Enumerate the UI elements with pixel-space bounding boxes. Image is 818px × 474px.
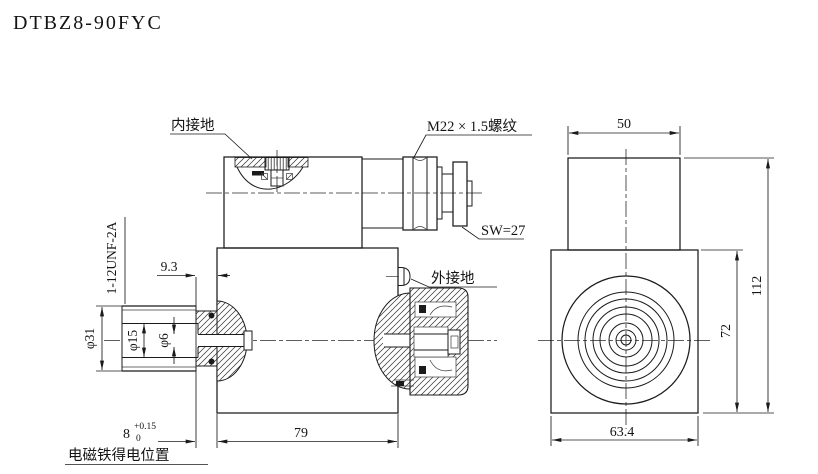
gland-flange	[452, 161, 468, 227]
dimension-pin-dia: φ6	[156, 317, 177, 364]
dim-body-width: 63.4	[610, 425, 635, 440]
dim-coil-width: 50	[617, 117, 631, 132]
drawing-title: DTBZ8-90FYC	[13, 12, 163, 34]
dim-stroke-tol-lower: 0	[136, 434, 141, 444]
armature-nut	[373, 287, 469, 396]
dimension-neck-length: 9.3	[157, 259, 230, 448]
dim-neck-length: 9.3	[161, 259, 178, 274]
dimension-stem-od: φ31	[82, 305, 122, 372]
label-inner-ground-group: 内接地	[170, 117, 253, 160]
side-body-block	[550, 249, 699, 414]
side-coil-block	[567, 157, 681, 251]
o-ring-bottom	[208, 358, 215, 365]
label-stem-thread-group: 1-12UNF-2A	[104, 217, 126, 304]
cable-gland	[402, 156, 473, 231]
o-ring-top	[208, 312, 215, 319]
label-outer-ground-group: 外接地	[410, 270, 497, 288]
label-gland-thread: M22 × 1.5螺纹	[427, 118, 517, 135]
dim-pin-dia: φ6	[156, 333, 171, 348]
label-gland-thread-group: M22 × 1.5螺纹	[412, 118, 532, 160]
label-wrench-size: SW=27	[481, 223, 525, 239]
label-energized-note-group: 电磁铁得电位置	[65, 447, 208, 465]
label-inner-ground: 内接地	[171, 117, 215, 134]
dim-stroke: 8	[123, 427, 130, 442]
dimension-bore-dia: φ15	[125, 324, 147, 357]
dim-bore-dia: φ15	[125, 330, 140, 352]
dimension-coil-width: 50	[567, 117, 681, 155]
dim-body-height: 72	[719, 324, 734, 338]
dimension-body-height: 72	[701, 249, 743, 412]
side-view	[550, 157, 699, 414]
coil-housing	[223, 156, 404, 249]
dimension-body-width: 63.4	[550, 416, 699, 446]
label-wrench-size-group: SW=27	[461, 223, 525, 240]
label-outer-ground: 外接地	[431, 270, 475, 287]
outer-ground-screw	[386, 267, 411, 286]
dimension-stroke: 8 +0.15 0	[123, 422, 195, 444]
label-energized-note: 电磁铁得电位置	[68, 447, 170, 464]
front-view	[121, 156, 473, 414]
dimensions-front: 9.3 φ31 φ15 φ6 8 +0.15 0	[82, 259, 399, 448]
dim-stroke-tol-upper: +0.15	[134, 422, 156, 432]
dimension-body-length: 79	[216, 414, 399, 448]
dimension-overall-height: 112	[684, 157, 774, 414]
dim-overall-height: 112	[750, 276, 765, 296]
ground-terminal-screw	[252, 157, 293, 187]
concentric-circles	[561, 275, 691, 405]
dim-stem-od: φ31	[82, 328, 97, 349]
dimensions-side: 50 112 72 63.4	[550, 117, 774, 446]
dim-body-length: 79	[294, 426, 308, 441]
labels: 内接地 M22 × 1.5螺纹 SW=27 外接地 1-12UNF-2A 电磁铁…	[65, 117, 532, 465]
label-stem-thread: 1-12UNF-2A	[104, 221, 119, 294]
terminal-cavity-curve	[236, 166, 304, 190]
mounting-stem	[121, 300, 253, 382]
